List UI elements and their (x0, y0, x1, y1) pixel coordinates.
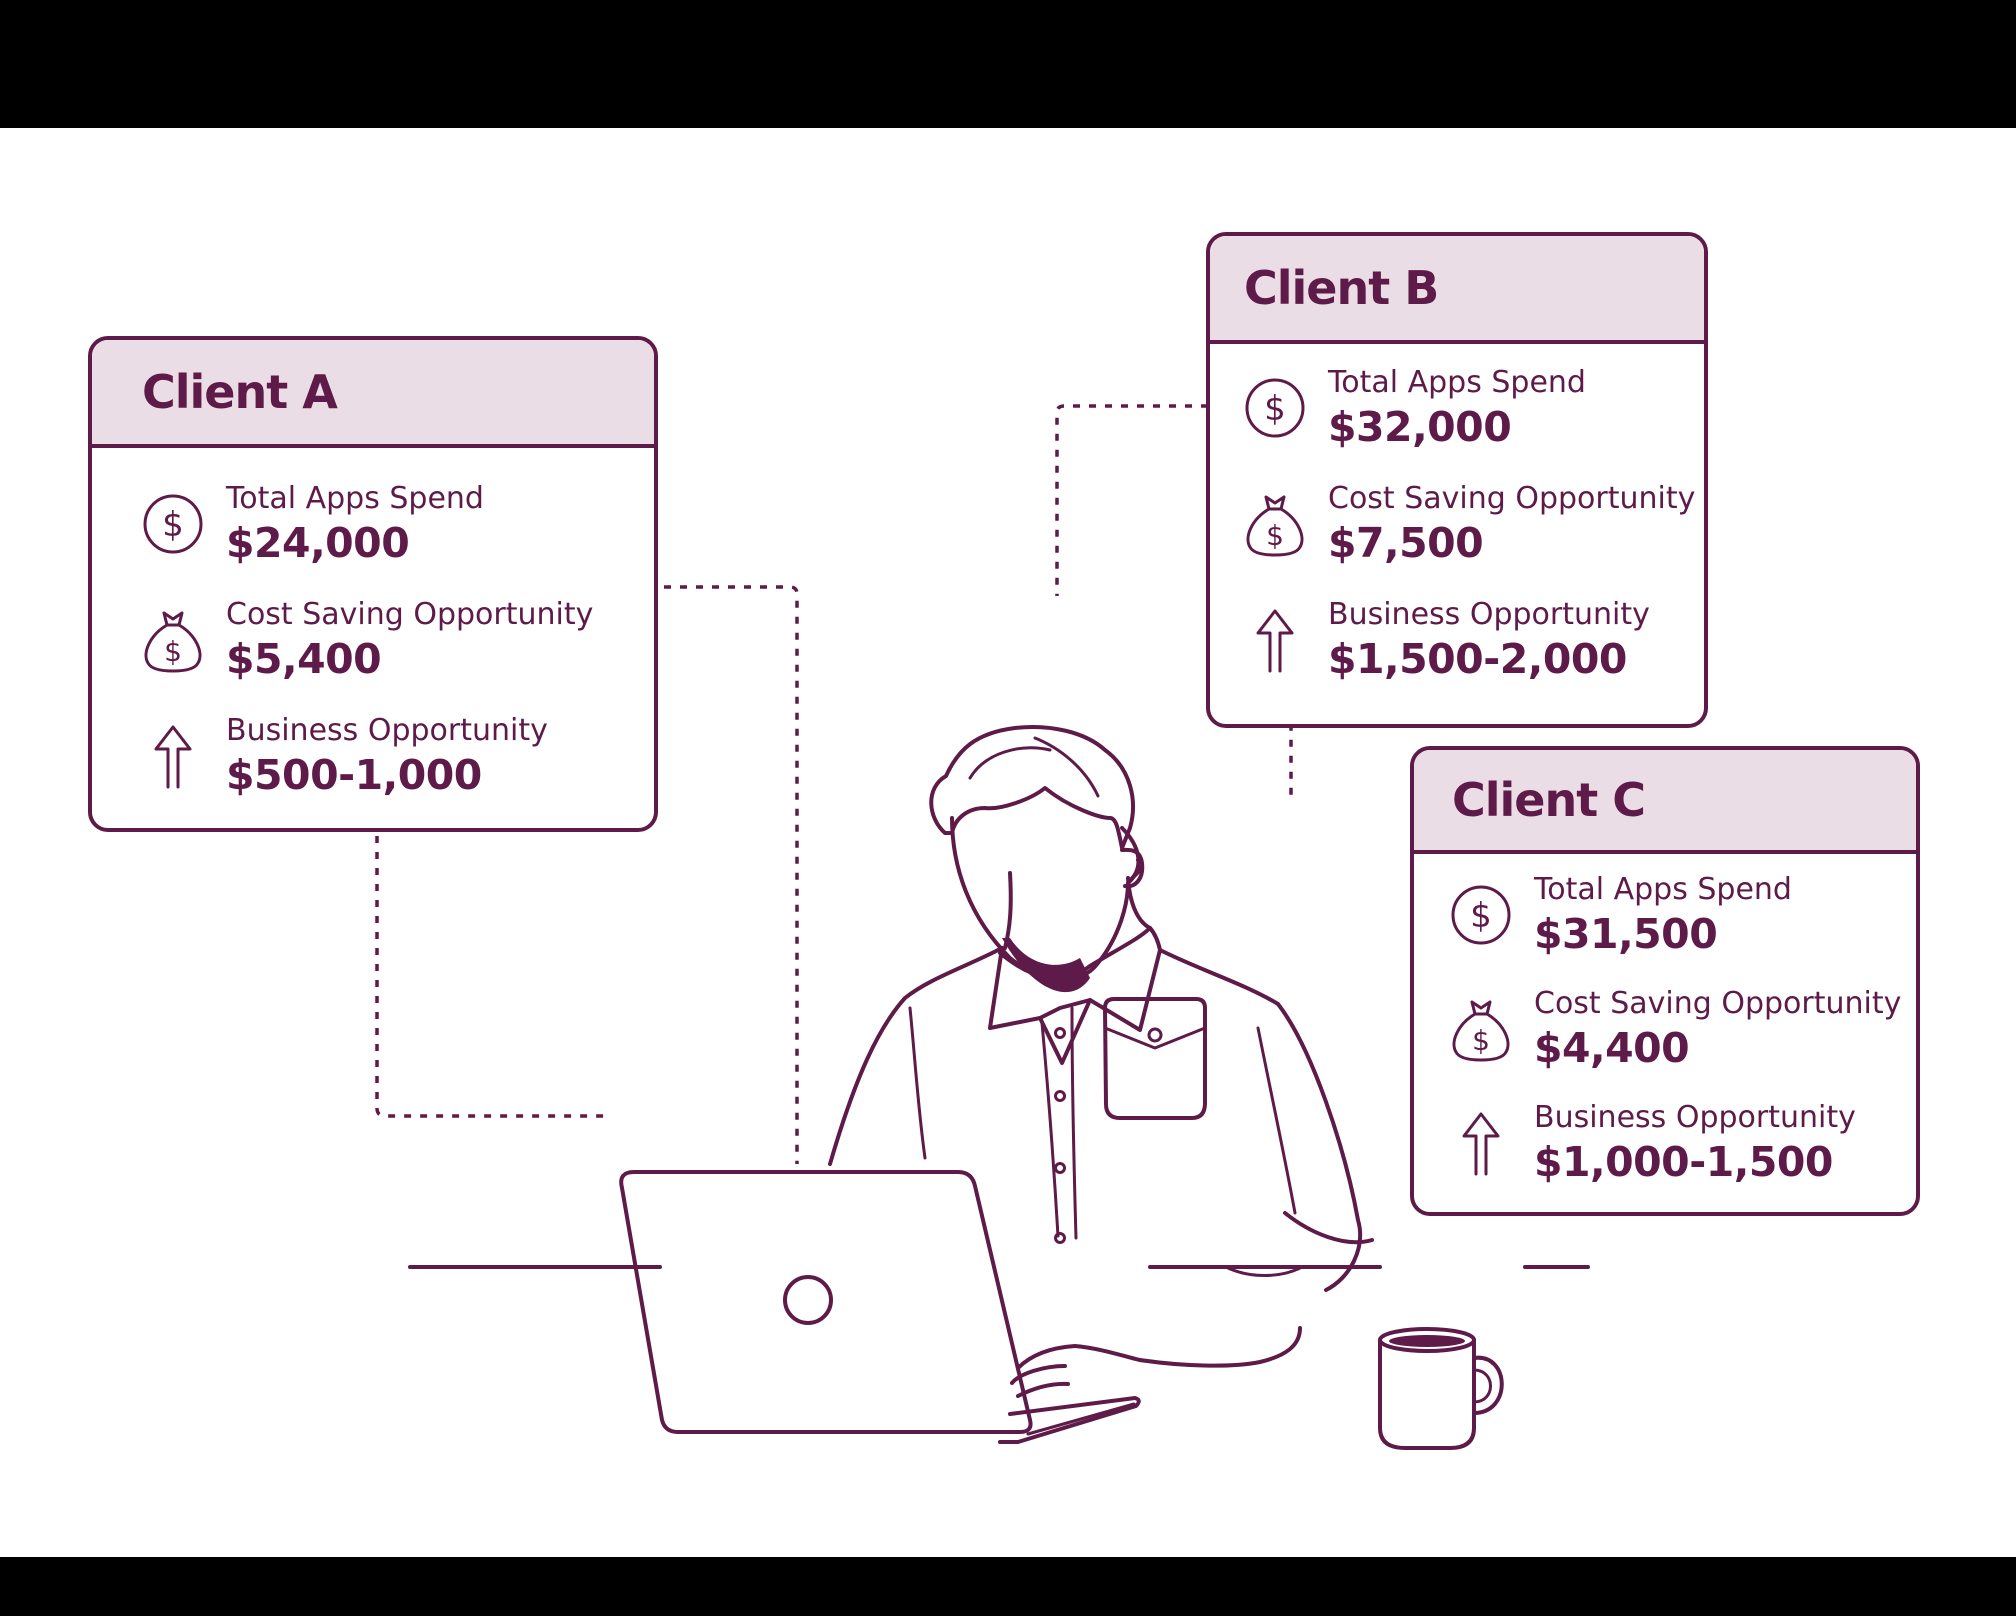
client-b-card[interactable]: Client B $ Total Apps Spend $32,000 $ (1206, 232, 1708, 728)
row-value: $24,000 (226, 519, 410, 567)
laptop-logo (783, 1275, 833, 1325)
row-value: $32,000 (1328, 403, 1512, 451)
row-label: Cost Saving Opportunity (1534, 986, 1902, 1021)
person-head (929, 725, 1145, 982)
svg-text:$: $ (1264, 389, 1286, 429)
row-label: Total Apps Spend (1534, 872, 1792, 907)
svg-text:$: $ (164, 635, 182, 668)
cost-saving-row: $ Cost Saving Opportunity $7,500 (1240, 466, 1704, 582)
row-label: Cost Saving Opportunity (226, 597, 594, 632)
row-value: $4,400 (1534, 1024, 1690, 1072)
row-value: $5,400 (226, 635, 382, 683)
dollar-coin-icon: $ (143, 494, 203, 554)
coffee-mug (1378, 1327, 1504, 1450)
client-b-header: Client B (1210, 236, 1704, 344)
laptop-lid (619, 1170, 1033, 1434)
arrow-up-icon (1462, 1112, 1500, 1176)
money-bag-icon: $ (144, 611, 202, 673)
person-body (828, 871, 1374, 1292)
total-apps-spend-row: $ Total Apps Spend $31,500 (1446, 858, 1916, 972)
cost-saving-row: $ Cost Saving Opportunity $4,400 (1446, 972, 1916, 1086)
laptop-base (998, 1396, 1141, 1444)
client-a-title: Client A (142, 365, 338, 419)
face-outline (950, 816, 1144, 982)
shirt-collar (988, 926, 1162, 1065)
total-apps-spend-row: $ Total Apps Spend $32,000 (1240, 350, 1704, 466)
connector-client-a-top (664, 585, 799, 1164)
business-opportunity-row: Business Opportunity $1,000-1,500 (1446, 1086, 1916, 1200)
hair (929, 725, 1135, 850)
svg-text:$: $ (162, 505, 184, 545)
cost-saving-row: $ Cost Saving Opportunity $5,400 (138, 582, 654, 698)
person-at-laptop-illustration (375, 404, 1590, 1450)
client-c-header: Client C (1414, 750, 1916, 854)
row-value: $7,500 (1328, 519, 1484, 567)
arrow-up-icon (154, 725, 192, 789)
svg-text:$: $ (1266, 519, 1284, 552)
business-opportunity-row: Business Opportunity $500-1,000 (138, 698, 654, 814)
dollar-coin-icon: $ (1245, 378, 1305, 438)
row-label: Business Opportunity (1534, 1100, 1856, 1135)
client-b-title: Client B (1244, 261, 1439, 315)
row-value: $500-1,000 (226, 751, 482, 799)
total-apps-spend-row: $ Total Apps Spend $24,000 (138, 466, 654, 582)
shirt-pocket (1103, 997, 1207, 1120)
money-bag-icon: $ (1246, 495, 1304, 557)
svg-text:$: $ (1472, 1024, 1490, 1057)
row-value: $1,500-2,000 (1328, 635, 1627, 683)
connector-client-a-bottom (375, 836, 612, 1118)
client-a-card[interactable]: Client A $ Total Apps Spend $24,000 $ (88, 336, 658, 832)
person-hands (1010, 1326, 1302, 1398)
business-opportunity-row: Business Opportunity $1,500-2,000 (1240, 582, 1704, 698)
money-bag-icon: $ (1452, 1000, 1510, 1062)
arrow-up-icon (1256, 609, 1294, 673)
svg-text:$: $ (1470, 896, 1492, 936)
row-value: $1,000-1,500 (1534, 1138, 1833, 1186)
row-label: Cost Saving Opportunity (1328, 481, 1696, 516)
client-a-header: Client A (92, 340, 654, 448)
row-value: $31,500 (1534, 910, 1718, 958)
client-c-title: Client C (1452, 773, 1646, 827)
row-label: Business Opportunity (226, 713, 548, 748)
row-label: Total Apps Spend (1328, 365, 1586, 400)
connector-client-b (1055, 404, 1208, 596)
dollar-coin-icon: $ (1451, 885, 1511, 945)
laptop (619, 1170, 1141, 1444)
row-label: Business Opportunity (1328, 597, 1650, 632)
illustration-canvas: Client A $ Total Apps Spend $24,000 $ (0, 128, 2016, 1557)
row-label: Total Apps Spend (226, 481, 484, 516)
client-c-card[interactable]: Client C $ Total Apps Spend $31,500 $ (1410, 746, 1920, 1216)
ear (1120, 847, 1145, 889)
